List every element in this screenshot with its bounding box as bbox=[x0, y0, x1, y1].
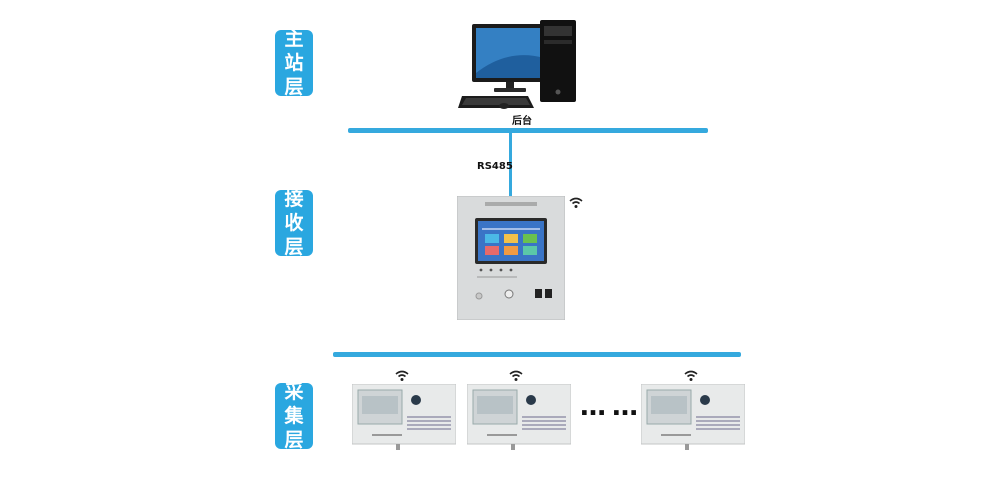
layer-char: 主 bbox=[284, 28, 304, 50]
layer-tag-station: 主 站 层 bbox=[275, 28, 313, 98]
collector-device bbox=[641, 384, 745, 450]
receiver-panel bbox=[457, 196, 565, 320]
ellipsis: …… bbox=[580, 392, 644, 422]
rs485-label: RS485 bbox=[477, 161, 513, 172]
computer-label: 后台 bbox=[512, 116, 532, 127]
layer-char: 层 bbox=[284, 236, 304, 258]
tower-pc-icon bbox=[540, 20, 576, 102]
wifi-icon bbox=[509, 370, 523, 381]
station-bus-line bbox=[348, 128, 708, 133]
layer-char: 接 bbox=[284, 188, 304, 210]
rs485-connector bbox=[509, 131, 512, 197]
wifi-icon bbox=[684, 370, 698, 381]
collector-device bbox=[352, 384, 456, 450]
keyboard-icon bbox=[458, 96, 534, 108]
layer-char: 集 bbox=[284, 405, 304, 427]
layer-char: 收 bbox=[284, 212, 304, 234]
layer-char: 站 bbox=[284, 52, 304, 74]
wifi-icon bbox=[569, 197, 583, 208]
layer-char: 采 bbox=[284, 381, 304, 403]
collector-device bbox=[467, 384, 571, 450]
layer-char: 层 bbox=[284, 429, 304, 451]
monitor-icon bbox=[472, 24, 548, 92]
layer-char: 层 bbox=[284, 76, 304, 98]
wifi-icon bbox=[395, 370, 409, 381]
desktop-computer-icon bbox=[458, 20, 576, 109]
layer-tag-receive: 接 收 层 bbox=[275, 188, 313, 258]
layer-tag-collect: 采 集 层 bbox=[275, 381, 313, 451]
mouse-icon bbox=[499, 103, 509, 109]
collect-bus-line bbox=[333, 352, 741, 357]
